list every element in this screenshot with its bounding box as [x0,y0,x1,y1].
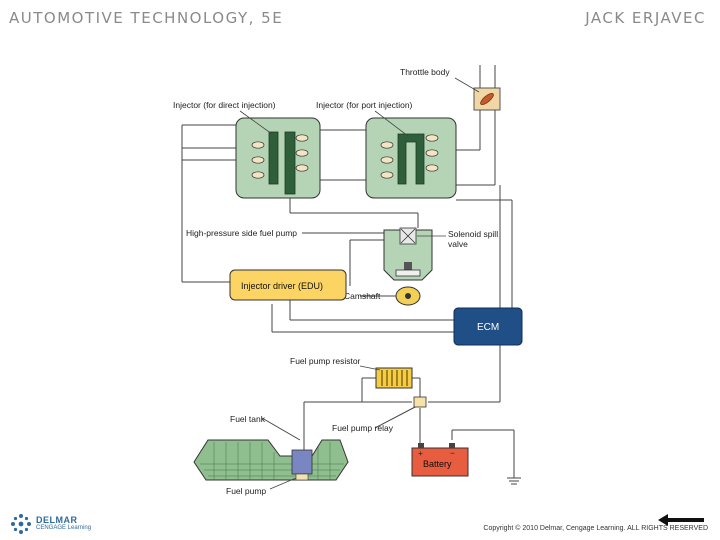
direct-injector-label: Injector (for direct injection) [173,100,276,110]
fuel-pump-relay [413,396,427,408]
wiring [181,65,521,485]
ecm-label: ECM [477,322,499,333]
logo-subtitle: CENGAGE Learning [36,525,92,531]
battery [411,443,469,477]
high-pressure-pump [383,227,433,281]
back-arrow-icon[interactable] [658,514,704,526]
injector-driver-label: Injector driver (EDU) [241,281,323,291]
resistor-label: Fuel pump resistor [290,356,361,366]
hp-pump-label: High-pressure side fuel pump [186,228,297,238]
direct-injector-block [235,117,321,199]
logo-name: DELMAR [36,515,78,525]
battery-minus: − [450,448,455,458]
fuel-tank [193,439,349,481]
battery-label: Battery [423,459,452,469]
fuel-pump-label: Fuel pump [226,486,266,496]
delmar-logo-icon [11,514,31,534]
port-injector-block [365,117,457,199]
relay-label: Fuel pump relay [332,423,394,433]
port-injector-label: Injector (for port injection) [316,100,413,110]
camshaft-label: Camshaft [344,291,381,301]
fuel-tank-label: Fuel tank [230,414,266,424]
battery-plus: + [418,448,423,458]
injector-driver-box [229,269,347,301]
throttle-body-label: Throttle body [400,67,450,77]
solenoid-label-2: valve [448,239,468,249]
throttle-body [473,87,501,111]
copyright-notice: Copyright © 2010 Delmar, Cengage Learnin… [483,525,708,532]
header-author: JACK ERJAVEC [585,9,706,27]
solenoid-label-1: Solenoid spill [448,229,498,239]
camshaft [395,286,421,306]
ecm-box [453,307,523,346]
delmar-logo: DELMAR CENGAGE Learning [10,513,91,535]
fuel-pump-resistor [375,367,413,389]
header-title: AUTOMOTIVE TECHNOLOGY, 5E [9,9,284,27]
